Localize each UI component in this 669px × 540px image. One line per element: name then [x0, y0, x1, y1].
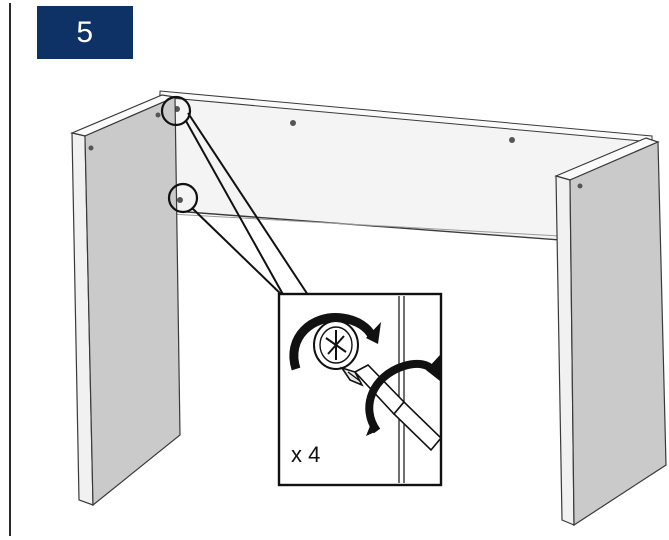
right-side-panel [554, 137, 667, 527]
left-margin-rule [9, 3, 11, 536]
quantity-label: x 4 [291, 442, 321, 467]
screw-highlight-circle [160, 95, 192, 127]
screw-icon [313, 320, 359, 370]
screw-highlight-circle [167, 182, 199, 214]
callout-lines [185, 112, 311, 299]
left-side-panel [70, 94, 181, 507]
rotation-arrow-icon [365, 355, 440, 436]
step-number-badge: 5 [37, 6, 133, 59]
clockwise-arrow-icon [289, 313, 381, 371]
step-number: 5 [76, 15, 94, 49]
back-panel [159, 90, 653, 247]
screwdriver-icon [340, 364, 443, 452]
